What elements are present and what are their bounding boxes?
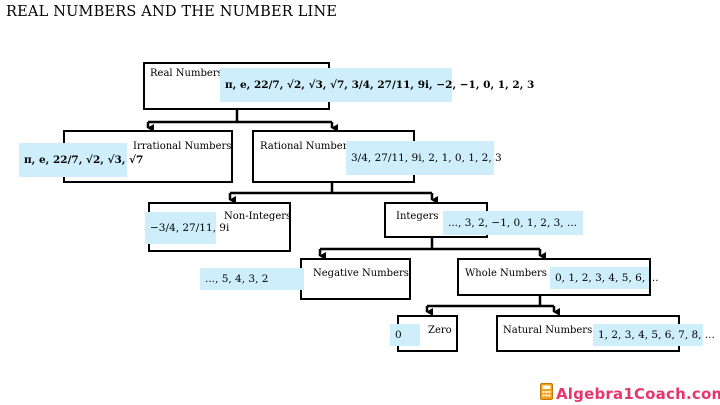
irrational-numbers-label: Irrational Numbers <box>133 141 232 152</box>
calculator-icon <box>540 383 553 404</box>
brand-name: Algebra1Coach.com <box>556 384 720 403</box>
rational-numbers-set: 3/4, 27/11, 9i, 2, 1, 0, 1, 2, 3 <box>346 141 502 175</box>
negative-numbers-box <box>300 258 411 300</box>
negative-numbers-label: Negative Numbers <box>313 268 409 279</box>
real-numbers-set: π, e, 22/7, √2, √3, √7, 3/4, 27/11, 9i, … <box>220 68 534 102</box>
integers-label: Integers <box>396 211 439 222</box>
zero-set: 0 <box>390 324 420 346</box>
negative-numbers-set: ..., 5, 4, 3, 2 <box>200 268 304 290</box>
non-integers-label: Non-Integers <box>224 211 292 222</box>
page-title: REAL NUMBERS AND THE NUMBER LINE <box>6 4 338 20</box>
rational-numbers-label: Rational Numbers <box>260 141 353 152</box>
zero-label: Zero <box>428 325 452 336</box>
whole-numbers-set: 0, 1, 2, 3, 4, 5, 6, ... <box>550 267 659 289</box>
natural-numbers-set: 1, 2, 3, 4, 5, 6, 7, 8, ... <box>593 324 715 346</box>
irrational-numbers-set: π, e, 22/7, √2, √3, √7 <box>19 143 143 177</box>
natural-numbers-label: Natural Numbers <box>503 325 593 336</box>
real-numbers-label: Real Numbers <box>150 68 223 79</box>
non-integers-set: −3/4, 27/11, 9i <box>145 212 229 244</box>
whole-numbers-label: Whole Numbers <box>465 268 547 279</box>
brand-logo: Algebra1Coach.com <box>540 383 720 404</box>
integers-set: ..., 3, 2, −1, 0, 1, 2, 3, ... <box>443 211 583 235</box>
